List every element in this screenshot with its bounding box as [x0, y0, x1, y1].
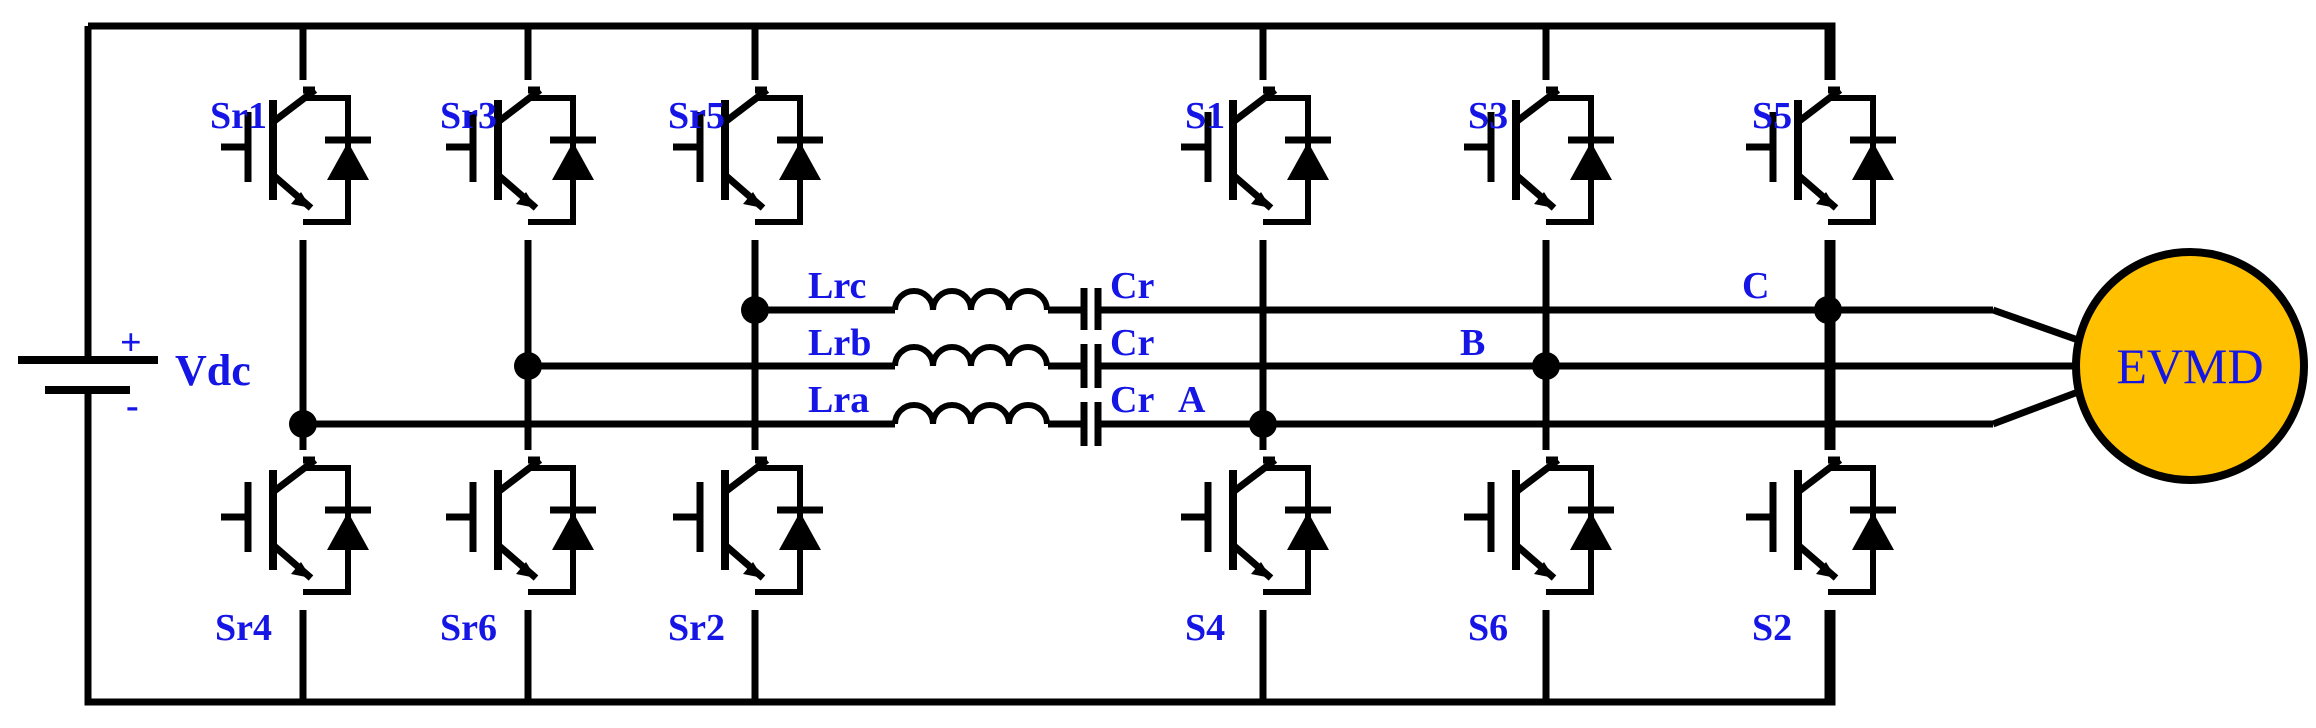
label-s5: S5: [1752, 95, 1792, 137]
switch-s6: [1464, 450, 1614, 610]
label-phase-b: B: [1460, 322, 1485, 364]
motor-label: EVMD: [2116, 338, 2263, 394]
label-s1: S1: [1185, 95, 1225, 137]
vdc-label: Vdc: [175, 346, 251, 395]
switch-sr1: [221, 80, 371, 240]
battery-patch: [18, 300, 158, 440]
junction-dots: [289, 296, 1842, 438]
switch-sr4: [221, 450, 371, 610]
motor-evmd: EVMD: [2072, 248, 2308, 484]
label-lra: Lra: [808, 379, 869, 421]
label-lrb: Lrb: [808, 322, 871, 364]
switch-sr5: [673, 80, 823, 240]
switch-sr6: [446, 450, 596, 610]
label-sr6: Sr6: [440, 607, 497, 649]
label-crb: Cr: [1110, 322, 1154, 364]
switch-s3: [1464, 80, 1614, 240]
label-s3: S3: [1468, 95, 1508, 137]
label-sr2: Sr2: [668, 607, 725, 649]
label-sr4: Sr4: [215, 607, 272, 649]
switch-s4: [1181, 450, 1331, 610]
phase-lines: [303, 306, 2080, 428]
capacitor-cra-icon: [1080, 402, 1102, 446]
switch-s5: [1746, 80, 1896, 240]
label-sr1: Sr1: [210, 95, 267, 137]
label-cra: Cr: [1110, 379, 1154, 421]
label-s2: S2: [1752, 607, 1792, 649]
capacitor-crc-icon: [1080, 288, 1102, 330]
battery-plus-sign: +: [120, 322, 142, 364]
label-sr5: Sr5: [668, 95, 725, 137]
inductor-lrc-icon: [892, 288, 1050, 311]
dc-bus: [84, 22, 1836, 706]
label-sr3: Sr3: [440, 95, 497, 137]
label-s6: S6: [1468, 607, 1508, 649]
switch-sr3: [446, 80, 596, 240]
label-lrc: Lrc: [808, 265, 866, 307]
battery-minus-sign: -: [126, 385, 139, 427]
switch-s1: [1181, 80, 1331, 240]
switch-s2: [1746, 450, 1896, 610]
label-crc: Cr: [1110, 265, 1154, 307]
label-s4: S4: [1185, 607, 1225, 649]
label-phase-c: C: [1742, 265, 1769, 307]
switch-sr2: [673, 450, 823, 610]
label-phase-a: A: [1178, 379, 1206, 421]
inductor-lra-icon: [892, 402, 1050, 425]
inductor-lrb-icon: [892, 344, 1050, 367]
capacitor-crb-icon: [1080, 344, 1102, 388]
